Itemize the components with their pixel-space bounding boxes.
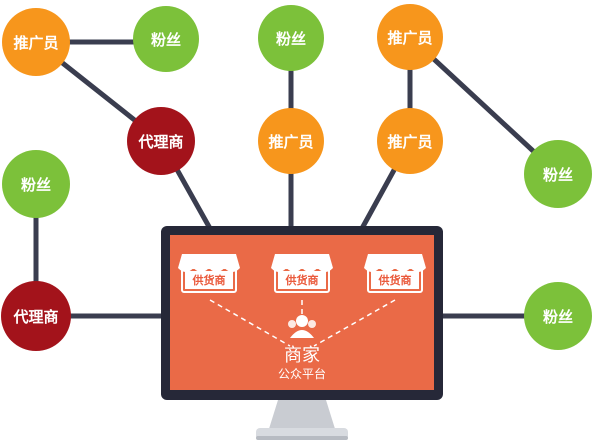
node-fan-top-mid: 粉丝 [258,5,324,71]
svg-text:粉丝: 粉丝 [276,30,306,48]
node-promoter-mid: 推广员 [258,108,324,174]
monitor-neck [268,400,336,432]
platform-title: 商家 [284,345,320,366]
svg-text:推广员: 推广员 [13,34,58,52]
store-3: 供货商 [364,254,426,293]
node-agent-left: 代理商 [1,281,71,351]
store-1: 供货商 [178,254,240,293]
svg-text:粉丝: 粉丝 [151,31,181,49]
node-fan-right-upper: 粉丝 [524,140,592,208]
node-fan-left: 粉丝 [2,150,70,218]
monitor-base-shadow [256,436,348,440]
dash-store1 [209,299,291,347]
node-fan-right-lower: 粉丝 [524,282,592,350]
svg-text:代理商: 代理商 [137,133,183,151]
store-2-label: 供货商 [285,273,319,287]
platform-subtitle: 公众平台 [278,366,326,381]
node-fan-top-left: 粉丝 [133,6,199,72]
svg-text:推广员: 推广员 [387,133,432,151]
store-1-label: 供货商 [192,273,226,287]
node-agent-top: 代理商 [127,107,195,175]
svg-text:代理商: 代理商 [12,308,58,326]
svg-text:推广员: 推广员 [268,133,313,151]
svg-text:粉丝: 粉丝 [543,166,573,184]
store-awning-icon [178,254,240,268]
node-promoter-top-right: 推广员 [377,4,443,70]
store-awning-icon [271,254,333,268]
store-awning-icon [364,254,426,268]
dash-store3 [313,299,396,347]
svg-text:粉丝: 粉丝 [21,176,51,194]
store-links [209,299,396,347]
svg-text:粉丝: 粉丝 [543,308,573,326]
store-2: 供货商 [271,254,333,293]
platform-user-icon [288,315,316,338]
node-promoter-mid-right: 推广员 [377,108,443,174]
svg-text:推广员: 推广员 [387,29,432,47]
node-promoter-top-left: 推广员 [2,8,70,76]
store-3-label: 供货商 [378,273,412,287]
